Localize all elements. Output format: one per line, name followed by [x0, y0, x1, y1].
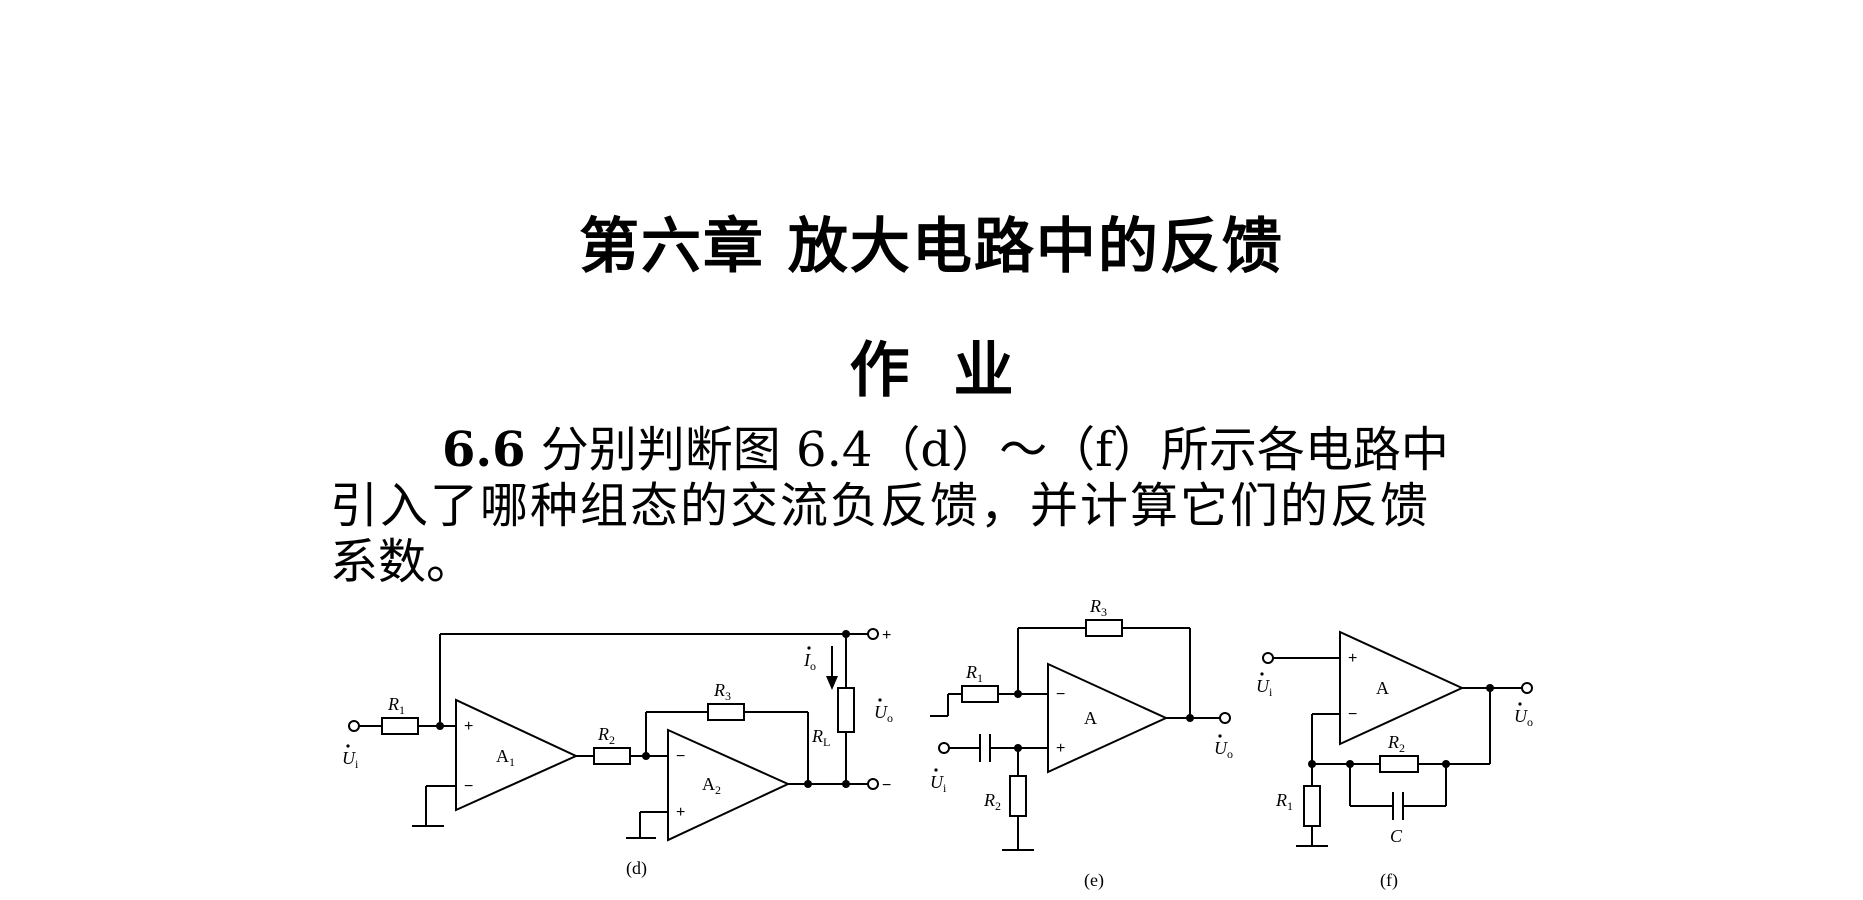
f-caption: (f): [1380, 870, 1398, 891]
problem-number: 6.6: [442, 422, 526, 478]
d-current-arrow: [826, 676, 838, 690]
e-label-ui: Ui: [930, 772, 947, 795]
figure-d: [348, 628, 879, 842]
section-heading-part1: 作: [849, 336, 910, 406]
f-label-r1: R1: [1275, 790, 1293, 813]
section-heading: 作业: [0, 322, 1863, 409]
e-label-a: A: [1084, 708, 1097, 728]
d-a2-plus: +: [676, 804, 685, 821]
e-resistor-r1: [961, 685, 999, 703]
f-label-ui: Ui: [1256, 676, 1273, 699]
problem-line-1: 6.6 分别判断图 6.4（d）～（f）所示各电路中: [330, 422, 1664, 478]
d-label-io: Io: [803, 650, 816, 673]
e-label-r3: R3: [1089, 596, 1107, 619]
f-label-uo: Uo: [1514, 706, 1533, 729]
d-a2-minus: −: [676, 748, 685, 765]
d-caption: (d): [626, 858, 647, 879]
d-resistor-rl: [837, 687, 855, 733]
d-label-uo: Uo: [874, 702, 893, 725]
f-resistor-r2: [1379, 755, 1419, 773]
f-resistor-r1: [1303, 785, 1321, 827]
e-minus: −: [1056, 686, 1065, 703]
f-minus: −: [1348, 706, 1357, 723]
f-label-a: A: [1376, 678, 1389, 698]
d-a1-minus: −: [464, 778, 473, 795]
figure-e: [930, 619, 1231, 851]
chapter-title: 第六章 放大电路中的反馈: [579, 212, 1284, 282]
e-resistor-r3: [1085, 619, 1123, 637]
e-label-uo: Uo: [1214, 738, 1233, 761]
d-resistor-r3: [707, 703, 745, 721]
d-amp-a2: [667, 728, 791, 842]
e-resistor-r2: [1009, 775, 1027, 817]
f-plus: +: [1348, 650, 1357, 667]
problem-line-3: 系数。: [330, 534, 475, 590]
d-label-a2: A2: [702, 774, 721, 797]
problem-text-1: 分别判断图 6.4（d）～（f）所示各电路中: [540, 422, 1449, 478]
e-amp: [1047, 662, 1169, 774]
section-heading-part2: 业: [953, 336, 1014, 406]
d-label-r2: R2: [597, 724, 615, 747]
d-label-r3: R3: [713, 680, 731, 703]
d-label-a1: A1: [496, 746, 515, 769]
d-a1-plus: +: [464, 718, 473, 735]
f-label-r2: R2: [1387, 732, 1405, 755]
d-amp-a1: [455, 698, 579, 812]
f-amp: [1339, 630, 1465, 746]
d-out-plus: +: [882, 627, 891, 644]
f-label-c: C: [1390, 826, 1403, 846]
problem-line-2: 引入了哪种组态的交流负反馈，并计算它们的反馈: [330, 478, 1431, 534]
e-plus: +: [1056, 740, 1065, 757]
d-resistor-r2: [593, 747, 631, 765]
figure-f: [1262, 630, 1533, 847]
d-label-rl: RL: [811, 726, 830, 749]
e-label-r1: R1: [965, 662, 983, 685]
d-label-ui: Ui: [342, 748, 359, 771]
e-label-r2: R2: [983, 790, 1001, 813]
d-resistor-r1: [381, 717, 419, 735]
d-out-minus: −: [882, 777, 891, 794]
e-caption: (e): [1084, 870, 1104, 891]
d-label-r1: R1: [387, 694, 405, 717]
